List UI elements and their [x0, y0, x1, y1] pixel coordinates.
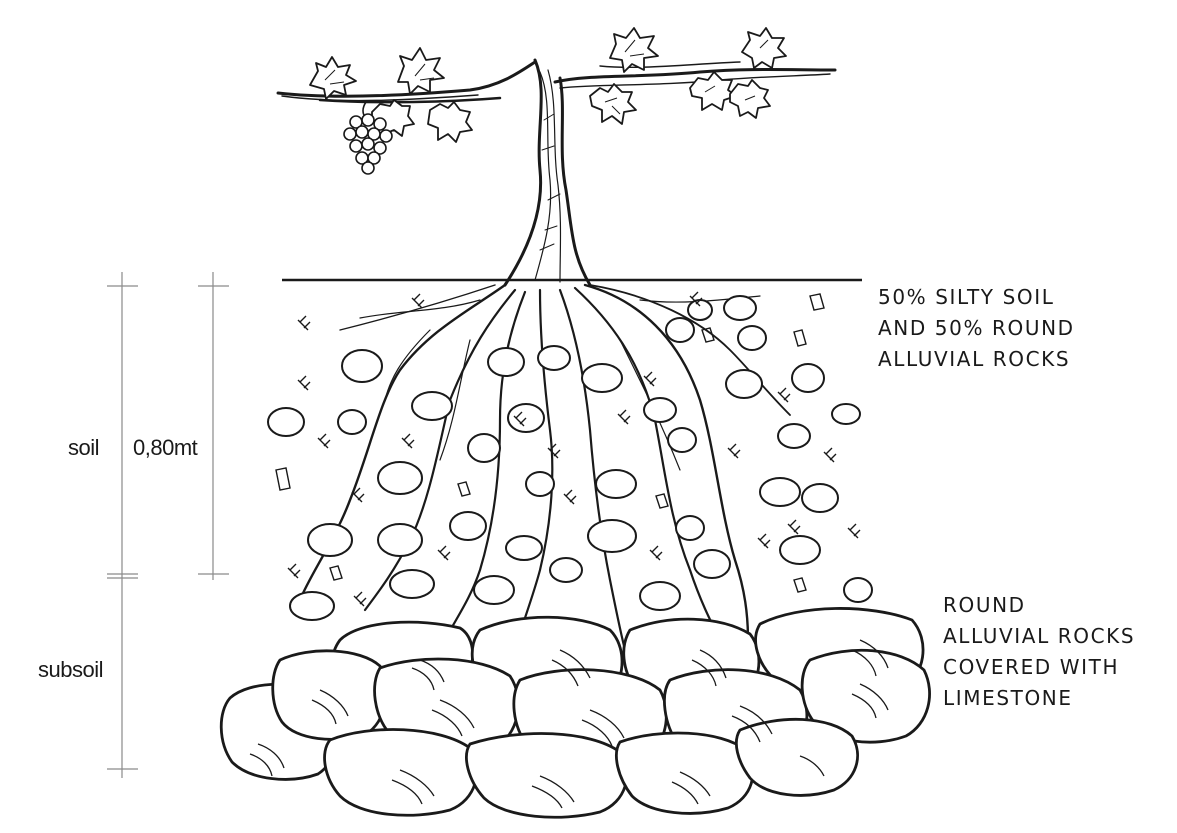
boulder-shading [249, 639, 889, 809]
boulder [735, 717, 859, 797]
vine-leaves [309, 27, 787, 143]
leaf [397, 47, 445, 95]
subsoil-label: subsoil [38, 657, 103, 682]
soil-description-line-3: ALLUVIAL ROCKS [878, 347, 1071, 371]
small-alluvial-rocks [267, 295, 873, 621]
leaf [729, 79, 771, 119]
leaf [689, 71, 737, 111]
grape-bunch [343, 101, 393, 175]
leaf [741, 27, 787, 69]
subsoil-description-line-1: ROUND [943, 593, 1026, 617]
boulder [615, 731, 755, 815]
depth-label: 0,80mt [133, 435, 198, 460]
vine-roots [298, 283, 791, 652]
boulder [323, 728, 479, 817]
soil-texture-marks [275, 291, 861, 607]
soil-description-line-1: 50% SILTY SOIL [878, 285, 1055, 309]
soil-label: soil [68, 435, 100, 460]
large-subsoil-boulders [219, 607, 931, 819]
soil-description-line-2: AND 50% ROUND [878, 316, 1075, 340]
subsoil-description: ROUND ALLUVIAL ROCKS COVERED WITH LIMEST… [943, 590, 1135, 714]
subsoil-description-line-3: COVERED WITH [943, 655, 1120, 679]
leaf-veins [324, 39, 769, 115]
subsoil-description-line-2: ALLUVIAL ROCKS [943, 624, 1136, 648]
measurement-guides [107, 272, 229, 778]
leaf [427, 101, 473, 143]
boulder [465, 732, 629, 819]
boulder [800, 648, 931, 744]
vine-trunk [503, 58, 592, 287]
subsoil-description-line-4: LIMESTONE [943, 686, 1073, 710]
soil-description: 50% SILTY SOIL AND 50% ROUND ALLUVIAL RO… [878, 282, 1075, 375]
leaf [309, 56, 357, 100]
leaf [589, 83, 637, 125]
leaf [609, 27, 659, 73]
